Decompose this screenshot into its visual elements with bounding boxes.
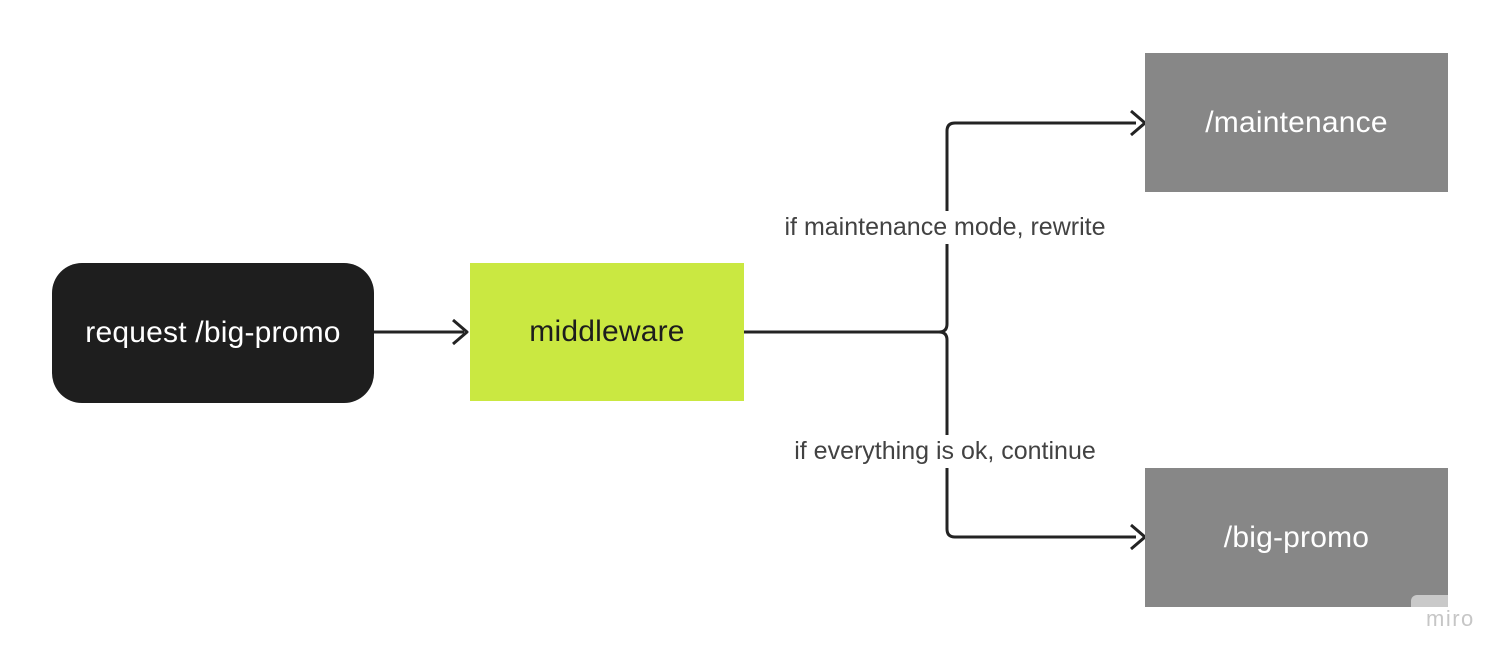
node-big-promo-label: /big-promo <box>1223 520 1370 554</box>
node-request: request /big-promo <box>52 263 374 403</box>
node-big-promo: /big-promo <box>1145 468 1448 607</box>
edge-label-continue: if everything is ok, continue <box>786 435 1104 469</box>
node-middleware-label: middleware <box>529 315 685 348</box>
node-request-label: request /big-promo <box>85 316 341 349</box>
arrowhead-icon <box>452 318 469 346</box>
watermark-backdrop <box>1411 595 1491 643</box>
edge-middleware-to-big-promo <box>938 330 1136 539</box>
node-middleware: middleware <box>470 263 744 401</box>
miro-logo: miro <box>1426 606 1475 631</box>
node-maintenance-label: /maintenance <box>1205 105 1388 139</box>
node-maintenance: /maintenance <box>1145 53 1448 192</box>
edge-label-maintenance: if maintenance mode, rewrite <box>776 211 1114 245</box>
